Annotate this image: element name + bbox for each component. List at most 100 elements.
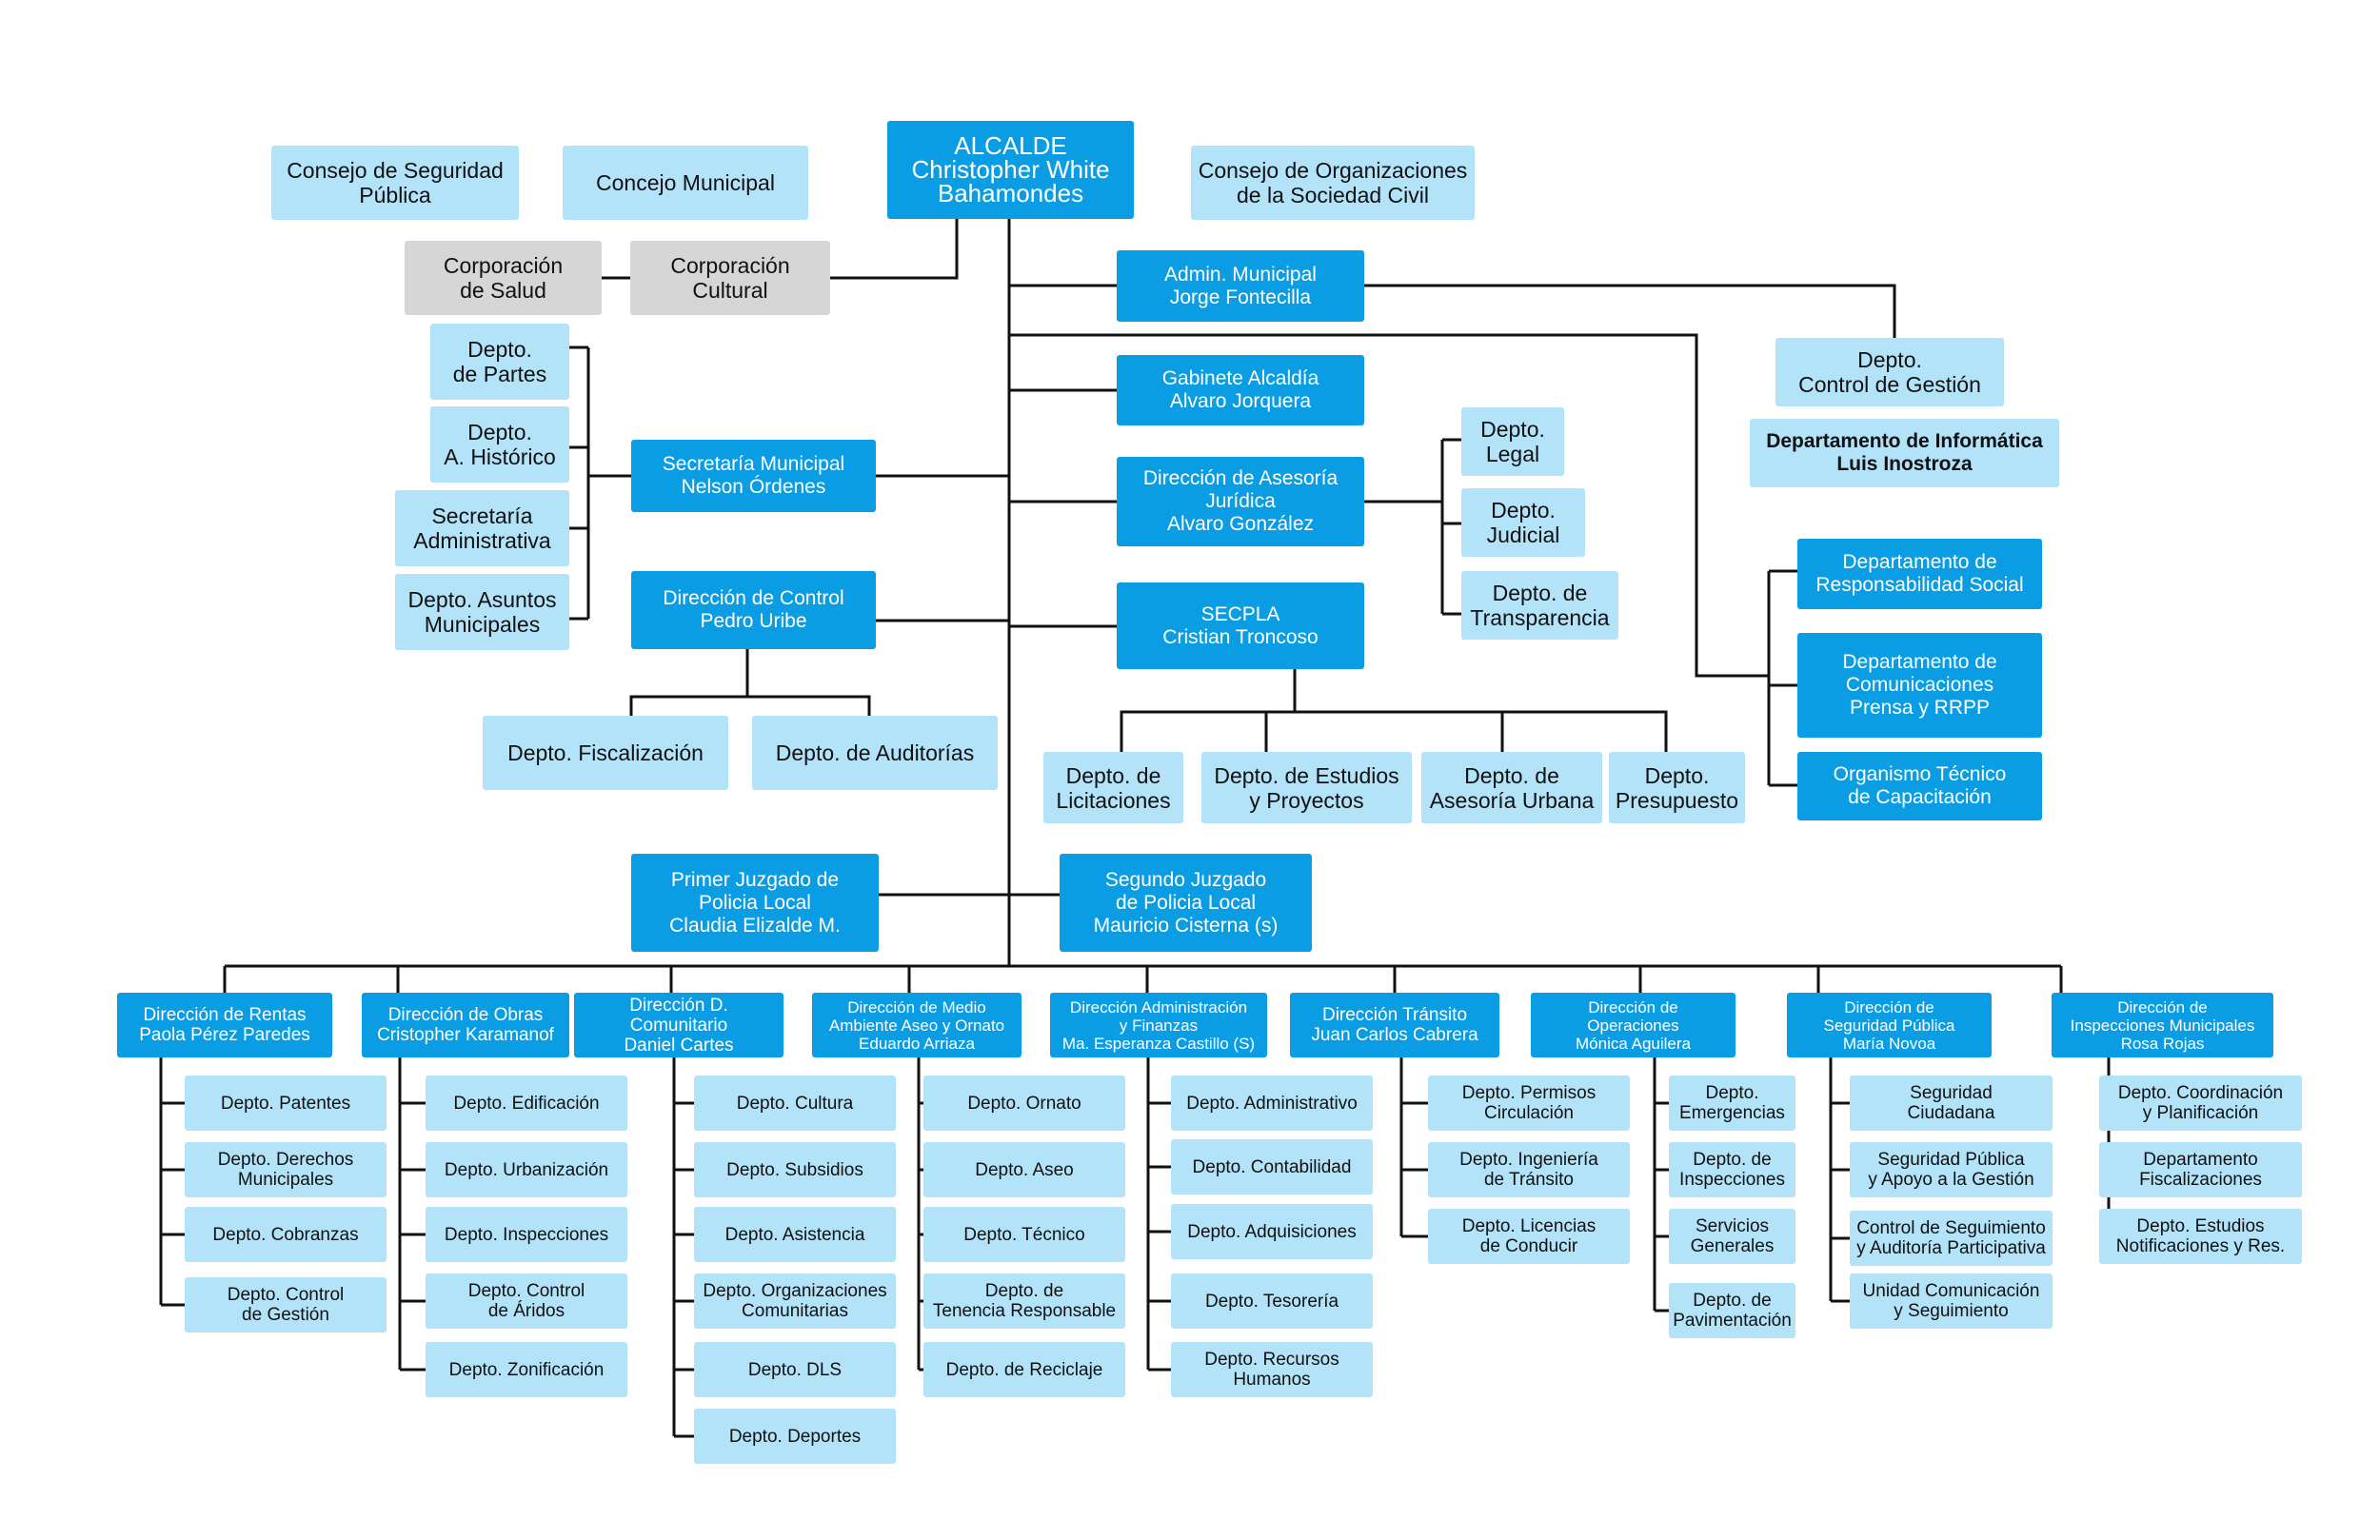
label-judicial: Depto. Judicial [1486, 498, 1560, 547]
label-consejo-organizaciones: Consejo de Organizaciones de la Sociedad… [1198, 158, 1468, 207]
department-box[interactable]: Depto. Urbanización [426, 1142, 627, 1197]
box-responsabilidad-social[interactable]: Departamento de Responsabilidad Social [1797, 539, 2042, 609]
box-asesoria-juridica[interactable]: Dirección de Asesoría Jurídica Alvaro Go… [1117, 457, 1364, 546]
department-box[interactable]: Depto. Técnico [923, 1207, 1125, 1262]
department-box[interactable]: Depto. Inspecciones [426, 1207, 627, 1262]
department-box[interactable]: Depto. Derechos Municipales [185, 1142, 387, 1197]
box-secpla[interactable]: SECPLA Cristian Troncoso [1117, 582, 1364, 669]
department-label: Unidad Comunicación y Seguimiento [1862, 1281, 2040, 1321]
department-label: Depto. de Pavimentación [1673, 1291, 1792, 1331]
department-label: Depto. Licencias de Conducir [1461, 1216, 1597, 1256]
box-primer-juzgado[interactable]: Primer Juzgado de Policia Local Claudia … [631, 854, 879, 952]
box-control-gestion[interactable]: Depto. Control de Gestión [1775, 338, 2004, 406]
department-box[interactable]: Depto. Administrativo [1171, 1076, 1373, 1131]
department-box[interactable]: Depto. Deportes [694, 1409, 896, 1464]
department-label: Depto. Asistencia [724, 1224, 865, 1245]
department-box[interactable]: Depto. Control de Gestión [185, 1277, 387, 1333]
department-box[interactable]: Depto. Estudios Notificaciones y Res. [2099, 1209, 2302, 1264]
department-box[interactable]: Seguridad Ciudadana [1850, 1076, 2053, 1131]
department-box[interactable]: Departamento Fiscalizaciones [2099, 1142, 2302, 1197]
box-consejo-seguridad[interactable]: Consejo de Seguridad Pública [271, 146, 519, 220]
department-box[interactable]: Depto. de Pavimentación [1669, 1283, 1795, 1338]
department-box[interactable]: Depto. Emergencias [1669, 1076, 1795, 1131]
department-box[interactable]: Control de Seguimiento y Auditoría Parti… [1850, 1211, 2053, 1266]
label-secpla: SECPLA Cristian Troncoso [1162, 602, 1319, 648]
department-label: Depto. Ingeniería de Tránsito [1459, 1150, 1598, 1190]
department-label: Depto. Derechos Municipales [217, 1150, 354, 1190]
department-box[interactable]: Depto. Tesorería [1171, 1273, 1373, 1329]
direction-box[interactable]: Dirección D. Comunitario Daniel Cartes [574, 993, 783, 1057]
box-fiscalizacion[interactable]: Depto. Fiscalización [483, 716, 728, 790]
label-corp-cultural: Corporación Cultural [670, 253, 790, 303]
box-auditorias[interactable]: Depto. de Auditorías [752, 716, 998, 790]
box-corp-cultural[interactable]: Corporación Cultural [630, 241, 830, 315]
direction-box[interactable]: Dirección de Rentas Paola Pérez Paredes [117, 993, 332, 1057]
department-label: Depto. Cultura [736, 1093, 854, 1114]
label-legal: Depto. Legal [1480, 417, 1545, 466]
department-box[interactable]: Depto. Cultura [694, 1076, 896, 1131]
direction-box[interactable]: Dirección de Operaciones Mónica Aguilera [1531, 993, 1735, 1057]
box-secretaria-administrativa[interactable]: Secretaría Administrativa [395, 490, 569, 566]
box-transparencia[interactable]: Depto. de Transparencia [1461, 571, 1618, 640]
department-box[interactable]: Depto. Control de Áridos [426, 1273, 627, 1329]
department-label: Depto. Cobranzas [212, 1224, 359, 1245]
label-asesoria-juridica: Dirección de Asesoría Jurídica Alvaro Go… [1142, 467, 1339, 535]
box-comunicaciones[interactable]: Departamento de Comunicaciones Prensa y … [1797, 633, 2042, 738]
box-secretaria-municipal[interactable]: Secretaría Municipal Nelson Órdenes [631, 440, 876, 512]
line-secpla-bus [1120, 710, 1668, 752]
department-box[interactable]: Depto. Permisos Circulación [1428, 1076, 1630, 1131]
direction-box[interactable]: Dirección Tránsito Juan Carlos Cabrera [1290, 993, 1499, 1057]
direction-box[interactable]: Dirección de Seguridad Pública María Nov… [1787, 993, 1992, 1057]
department-box[interactable]: Depto. Adquisiciones [1171, 1204, 1373, 1259]
box-direccion-control[interactable]: Dirección de Control Pedro Uribe [631, 571, 876, 649]
department-box[interactable]: Depto. Asistencia [694, 1207, 896, 1262]
department-label: Departamento Fiscalizaciones [2139, 1150, 2262, 1190]
department-box[interactable]: Depto. Zonificación [426, 1342, 627, 1397]
department-box[interactable]: Depto. Subsidios [694, 1142, 896, 1197]
box-depto-historico[interactable]: Depto. A. Histórico [430, 406, 569, 483]
direction-box[interactable]: Dirección Administración y Finanzas Ma. … [1050, 993, 1267, 1057]
department-box[interactable]: Depto. de Tenencia Responsable [923, 1273, 1125, 1329]
department-box[interactable]: Depto. Ingeniería de Tránsito [1428, 1142, 1630, 1197]
box-asesoria-urbana[interactable]: Depto. de Asesoría Urbana [1421, 752, 1602, 823]
department-box[interactable]: Depto. Recursos Humanos [1171, 1342, 1373, 1397]
box-depto-partes[interactable]: Depto. de Partes [430, 324, 569, 400]
department-box[interactable]: Depto. Patentes [185, 1076, 387, 1131]
box-presupuesto[interactable]: Depto. Presupuesto [1609, 752, 1745, 823]
department-box[interactable]: Depto. Ornato [923, 1076, 1125, 1131]
box-concejo-municipal[interactable]: Concejo Municipal [563, 146, 808, 220]
department-box[interactable]: Depto. DLS [694, 1342, 896, 1397]
box-admin-municipal[interactable]: Admin. Municipal Jorge Fontecilla [1117, 250, 1364, 322]
box-corp-salud[interactable]: Corporación de Salud [405, 241, 602, 315]
box-gabinete[interactable]: Gabinete Alcaldía Alvaro Jorquera [1117, 355, 1364, 425]
department-box[interactable]: Depto. Contabilidad [1171, 1139, 1373, 1194]
box-organismo-tecnico[interactable]: Organismo Técnico de Capacitación [1797, 752, 2042, 820]
department-label: Depto. DLS [747, 1359, 843, 1380]
label-admin-municipal: Admin. Municipal Jorge Fontecilla [1164, 263, 1317, 308]
department-box[interactable]: Depto. Organizaciones Comunitarias [694, 1273, 896, 1329]
department-box[interactable]: Seguridad Pública y Apoyo a la Gestión [1850, 1142, 2053, 1197]
department-box[interactable]: Servicios Generales [1669, 1209, 1795, 1264]
department-label: Seguridad Pública y Apoyo a la Gestión [1868, 1150, 2034, 1190]
box-alcalde[interactable]: ALCALDE Christopher White Bahamondes [887, 121, 1134, 219]
direction-box[interactable]: Dirección de Inspecciones Municipales Ro… [2052, 993, 2273, 1057]
department-box[interactable]: Depto. de Inspecciones [1669, 1142, 1795, 1197]
direction-box[interactable]: Dirección de Obras Cristopher Karamanof [362, 993, 569, 1057]
box-asuntos-municipales[interactable]: Depto. Asuntos Municipales [395, 574, 569, 650]
department-box[interactable]: Depto. Coordinación y Planificación [2099, 1076, 2302, 1131]
direction-box[interactable]: Dirección de Medio Ambiente Aseo y Ornat… [812, 993, 1021, 1057]
box-segundo-juzgado[interactable]: Segundo Juzgado de Policia Local Maurici… [1060, 854, 1312, 952]
department-box[interactable]: Depto. Edificación [426, 1076, 627, 1131]
department-label: Servicios Generales [1690, 1216, 1775, 1256]
box-estudios-proyectos[interactable]: Depto. de Estudios y Proyectos [1201, 752, 1412, 823]
department-box[interactable]: Unidad Comunicación y Seguimiento [1850, 1273, 2053, 1329]
department-box[interactable]: Depto. Aseo [923, 1142, 1125, 1197]
department-box[interactable]: Depto. Cobranzas [185, 1207, 387, 1262]
box-legal[interactable]: Depto. Legal [1461, 407, 1564, 476]
department-box[interactable]: Depto. de Reciclaje [923, 1342, 1125, 1397]
box-licitaciones[interactable]: Depto. de Licitaciones [1043, 752, 1183, 823]
department-box[interactable]: Depto. Licencias de Conducir [1428, 1209, 1630, 1264]
box-informatica[interactable]: Departamento de Informática Luis Inostro… [1750, 419, 2059, 487]
box-consejo-organizaciones[interactable]: Consejo de Organizaciones de la Sociedad… [1191, 146, 1475, 220]
box-judicial[interactable]: Depto. Judicial [1461, 488, 1585, 557]
